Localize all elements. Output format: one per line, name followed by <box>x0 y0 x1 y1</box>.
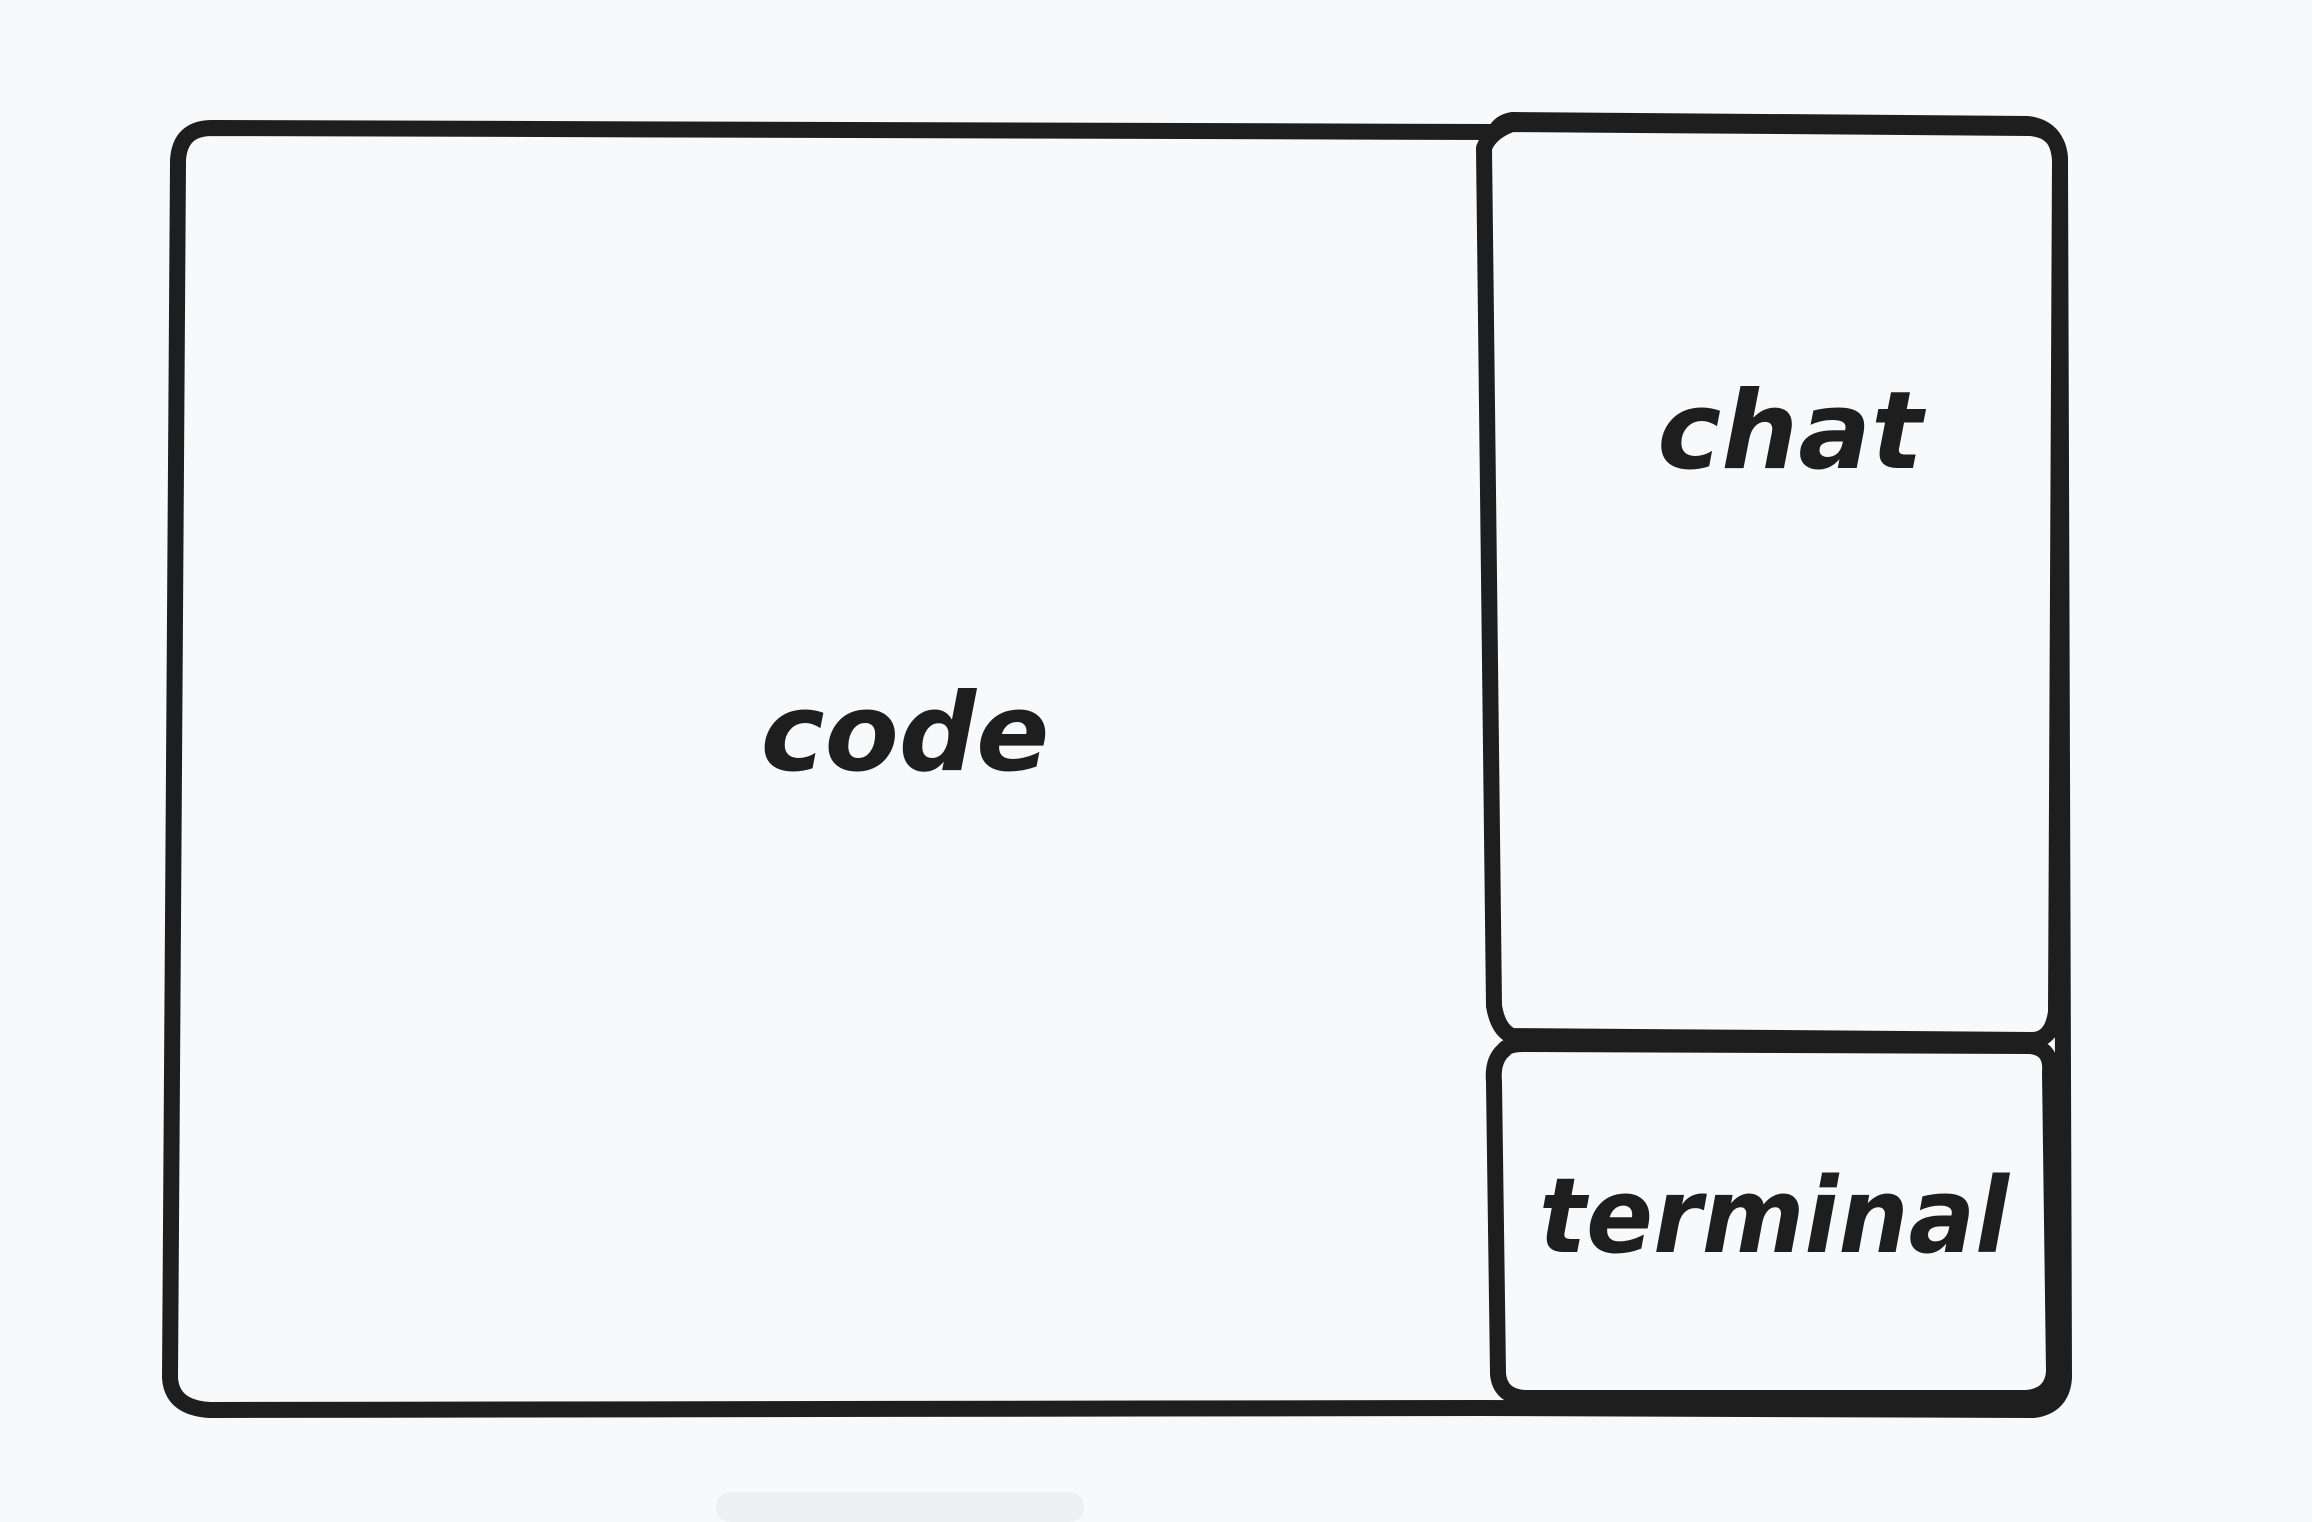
terminal-label: terminal <box>1539 1155 2010 1277</box>
chat-label: chat <box>1657 369 1926 494</box>
terminal-panel-outline <box>1485 1036 2062 1406</box>
bottom-toolbar-edge <box>716 1492 1084 1522</box>
code-label: code <box>761 671 1050 796</box>
chat-panel-outline <box>1476 116 2068 1048</box>
